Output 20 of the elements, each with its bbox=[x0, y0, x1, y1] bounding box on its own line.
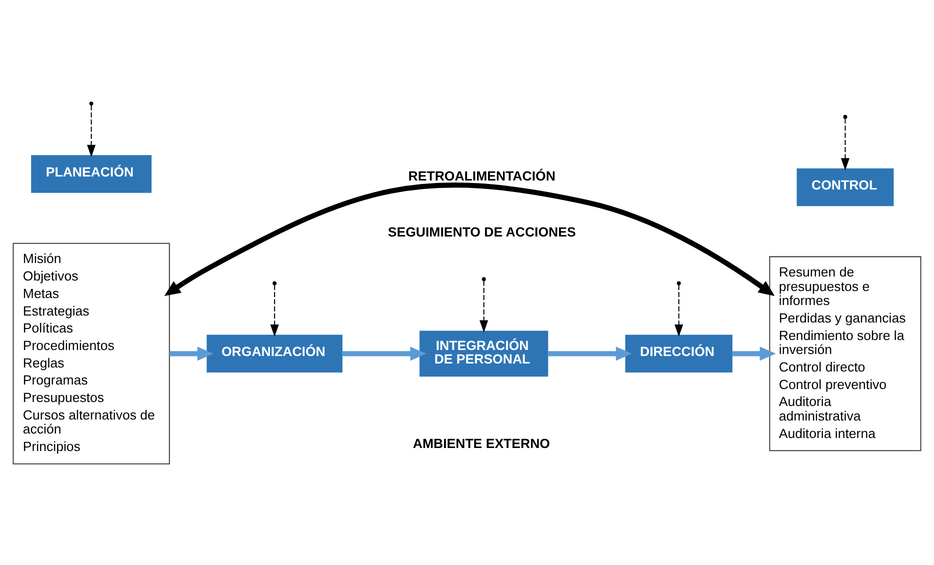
arrow bbox=[480, 280, 488, 332]
arrow bbox=[342, 346, 426, 360]
label: AMBIENTE EXTERNO bbox=[412, 435, 550, 450]
arrow bbox=[169, 346, 214, 360]
node-box: ORGANIZACIÓN bbox=[206, 334, 342, 372]
node-box: Resumen de presupuestos e informes Perdidas y ganancias Rendimiento sobre la inversión Control directo Control preventivo Auditoria administrativa Auditoria interna bbox=[769, 256, 922, 451]
node-box: INTEGRACIÓN DE PERSONAL bbox=[420, 330, 548, 376]
arrow bbox=[674, 284, 684, 336]
arrow bbox=[164, 182, 775, 296]
node-box: CONTROL bbox=[796, 168, 894, 206]
arrow bbox=[732, 346, 776, 360]
arrow bbox=[840, 118, 850, 170]
node-box: DIRECCIÓN bbox=[625, 334, 732, 372]
arrow bbox=[270, 284, 279, 336]
label: SEGUIMIENTO DE ACCIONES bbox=[388, 224, 576, 240]
arrow bbox=[548, 346, 632, 360]
arrow bbox=[87, 104, 96, 157]
node-box: PLANEACIÓN bbox=[31, 154, 152, 192]
edge-label: RETROALIMENTACIÓN bbox=[408, 168, 556, 184]
node-box: Misión Objetivos Metas Estrategias Políticas Procedimientos Reglas Programas Presupuestos Cursos alternativos de acción Principios bbox=[12, 242, 170, 464]
